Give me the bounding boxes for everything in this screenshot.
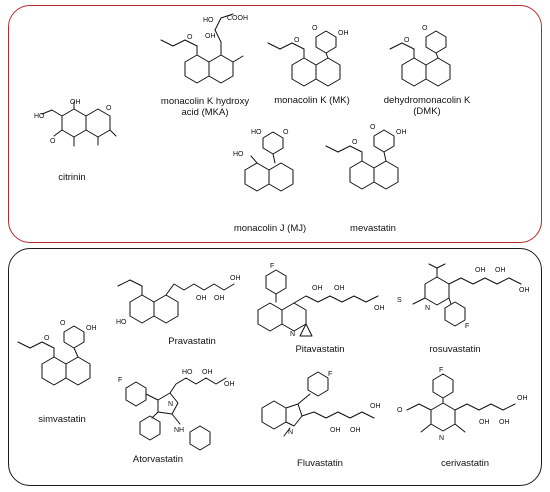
mevastatin-drawing: O OH O [325,124,407,190]
atom-oh: OH [338,30,349,37]
dmk-structure: O O dehydromonacolin K (DMK) [372,25,482,135]
citrinin-drawing: OH HO O O [34,99,117,147]
atom-o: O [352,139,358,146]
atom-oh: OH [196,295,207,302]
pravastatin-structure: OH OH OH HO Pravastatin [112,262,252,362]
atom-oh: OH [519,287,530,294]
atom-f: F [439,367,443,374]
citrinin-structure: OH HO O O citrinin [32,99,117,183]
atom-nh: NH [174,427,184,434]
atom-oh: OH [86,325,97,332]
atom-oh: OH [499,419,510,426]
atom-o: O [283,129,289,136]
mk-drawing: O OH O [267,25,349,87]
atom-cooh: COOH [227,15,248,22]
compound-label: Pravastatin [168,336,216,347]
atom-oh: OH [350,427,361,434]
atom-oh: OH [205,33,216,40]
atom-o: O [106,105,112,112]
atom-oh: OH [479,419,490,426]
atom-n: N [168,401,173,408]
compound-label: Pitavastatin [295,344,345,355]
cerivastatin-structure: F N O OH OH OH cerivastatin [395,367,535,476]
atom-f: F [465,323,469,330]
fluvastatin-drawing: F N OH OH OH [261,371,381,437]
simvastatin-structure: O OH O simvastatin [12,318,112,428]
simvastatin-drawing: O OH O [17,320,97,386]
compound-label: simvastatin [38,414,86,425]
atom-o: O [44,335,50,342]
pitavastatin-drawing: F N OH OH OH [257,263,385,338]
atom-o: O [370,124,376,131]
atom-f: F [328,371,332,378]
atom-n: N [290,331,295,338]
atom-f: F [118,377,122,384]
compound-label: cerivastatin [440,458,490,469]
atom-oh: OH [374,305,385,312]
atom-ho: HO [182,369,193,376]
compound-label: citrinin [58,172,86,183]
atom-o: O [294,37,300,44]
compound-label: monacolin K (MK) [274,95,350,106]
atom-oh: OH [334,285,345,292]
mk-structure: O OH O monacolin K (MK) [262,25,362,125]
atom-o: O [312,25,318,32]
pitavastatin-structure: F N OH OH OH Pitavastatin [250,262,390,362]
atom-oh: OH [396,129,407,136]
atom-ho: HO [34,113,45,120]
atom-oh: OH [230,275,241,282]
atom-o: O [397,407,403,414]
atom-o: O [422,25,428,32]
atom-o: O [60,320,66,327]
fluvastatin-structure: F N OH OH OH Fluvastatin [250,371,390,476]
compound-label: rosuvastatin [429,344,481,355]
atom-n: N [288,429,293,436]
atom-oh: OH [312,285,323,292]
atom-o: O [50,138,56,145]
atom-ho: HO [116,319,127,326]
compound-label: mevastatin [350,223,396,234]
mevastatin-structure: O OH O mevastatin [318,120,428,234]
mj-structure: HO HO O monacolin J (MJ) [215,128,325,238]
atom-ho: HO [233,151,244,158]
atom-oh: OH [495,267,506,274]
compound-label: monacolin J (MJ) [233,223,307,234]
atom-o: O [404,37,410,44]
compound-label: monacolin K hydroxy acid (MKA) [160,96,250,118]
natural-compounds-panel [8,5,542,243]
atom-oh: OH [202,369,213,376]
atom-n: N [425,305,430,312]
rosuvastatin-structure: F N S OH OH OH rosuvastatin [395,262,535,362]
atom-oh: OH [475,267,486,274]
atom-oh: OH [517,395,528,402]
rosuvastatin-drawing: F N S OH OH OH [397,263,530,330]
atom-ho: HO [203,17,214,24]
cerivastatin-drawing: F N O OH OH OH [397,367,528,442]
statins-panel [8,248,542,486]
atom-n: N [439,435,444,442]
mka-structure: O OH HO COOH monacolin K hydroxy acid (M… [145,10,255,130]
atom-oh: OH [370,403,381,410]
compound-label: Atorvastatin [132,454,184,465]
atom-oh: OH [70,99,81,106]
atom-s: S [397,297,402,304]
compound-label: Fluvastatin [297,458,343,469]
atorvastatin-structure: F N NH HO OH OH Atorvastatin [118,366,248,478]
atom-oh: OH [330,427,341,434]
atom-oh: OH [214,295,225,302]
compound-label: dehydromonacolin K (DMK) [383,95,471,117]
atom-f: F [270,263,274,270]
pravastatin-drawing: OH OH OH HO [116,275,241,326]
atom-ho: HO [251,129,262,136]
atom-oh: OH [224,381,235,388]
atorvastatin-drawing: F N NH HO OH OH [118,369,235,451]
dmk-drawing: O O [389,25,451,87]
mj-drawing: HO HO O [233,129,294,192]
atom-o: O [187,34,193,41]
mka-drawing: O OH HO COOH [160,13,248,84]
